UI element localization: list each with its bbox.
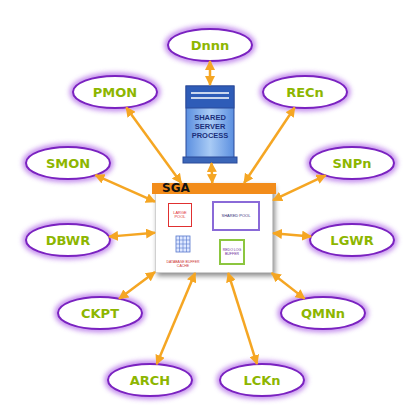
oval-border [26, 224, 110, 256]
node-label: SHARED POOL [222, 214, 251, 219]
oval-glow [108, 364, 192, 396]
oval-border [26, 147, 110, 179]
process-oval: QMNn [279, 295, 367, 331]
oval-glow [168, 29, 252, 61]
node-label: SGA [162, 181, 190, 195]
node-label: QMNn [301, 306, 345, 321]
node-label: REDO LOG BUFFER [221, 248, 243, 256]
double-arrow-connector [272, 273, 305, 299]
memory-pool-box: LARGE POOL [168, 203, 192, 227]
process-oval: LCKn [218, 362, 306, 398]
process-oval: Dnnn [166, 27, 254, 63]
double-arrow-connector [119, 272, 155, 299]
process-oval: PMON [71, 74, 159, 110]
oval-glow [26, 147, 110, 179]
node-label: Dnnn [191, 38, 230, 53]
server-slot [191, 97, 229, 99]
server-slot [191, 92, 229, 94]
double-arrow-connector [209, 61, 212, 85]
oval-glow [263, 76, 347, 108]
node-label: SHARED SERVER PROCESS [188, 113, 232, 140]
sga-box: SGA LARGE POOL SHARED POOL DATABASE BUFFER … [155, 183, 273, 273]
oval-border [220, 364, 304, 396]
oval-border [281, 297, 365, 329]
process-oval: DBWR [24, 222, 112, 258]
process-oval: SNPn [308, 145, 396, 181]
node-label: DBWR [46, 233, 90, 248]
node-label: LCKn [243, 373, 280, 388]
node-label: ARCH [130, 373, 171, 388]
node-label: SNPn [332, 156, 371, 171]
log-buffer-box: REDO LOG BUFFER [219, 239, 245, 265]
oval-glow [310, 147, 394, 179]
server-top [186, 86, 234, 108]
oval-border [310, 147, 394, 179]
grid-line [176, 244, 190, 245]
buffer-cache-icon: DATABASE BUFFER CACHE [166, 234, 200, 268]
oval-glow [26, 224, 110, 256]
double-arrow-connector [210, 163, 213, 183]
process-oval: LGWR [308, 222, 396, 258]
double-arrow-connector [126, 107, 181, 183]
double-arrow-connector [273, 175, 326, 200]
process-oval: SMON [24, 145, 112, 181]
server-process-icon: SHARED SERVER PROCESS [185, 85, 235, 163]
oval-glow [310, 224, 394, 256]
double-arrow-connector [228, 273, 257, 364]
server-body [186, 86, 234, 158]
node-label: PMON [93, 85, 137, 100]
oval-border [73, 76, 157, 108]
double-arrow-connector [244, 108, 295, 183]
oval-glow [281, 297, 365, 329]
node-label: LGWR [330, 233, 373, 248]
oval-glow [58, 297, 142, 329]
oval-glow [73, 76, 157, 108]
oval-border [310, 224, 394, 256]
node-label: RECn [286, 85, 324, 100]
memory-pool-box: SHARED POOL [212, 201, 260, 231]
node-label: CKPT [81, 306, 119, 321]
grid-line [186, 236, 187, 252]
double-arrow-connector [157, 273, 195, 364]
oval-border [58, 297, 142, 329]
node-label: DATABASE BUFFER CACHE [166, 260, 200, 268]
double-arrow-connector [273, 233, 311, 236]
double-arrow-connector [109, 233, 155, 237]
node-label: SMON [46, 156, 90, 171]
grid-frame [176, 236, 190, 252]
node-label: LARGE POOL [169, 211, 191, 220]
process-oval: CKPT [56, 295, 144, 331]
oval-glow [220, 364, 304, 396]
oval-border [168, 29, 252, 61]
oval-border [108, 364, 192, 396]
grid-line [176, 248, 190, 249]
process-oval: RECn [261, 74, 349, 110]
double-arrow-connector [95, 175, 155, 202]
server-base [183, 157, 237, 163]
process-oval: ARCH [106, 362, 194, 398]
oval-border [263, 76, 347, 108]
